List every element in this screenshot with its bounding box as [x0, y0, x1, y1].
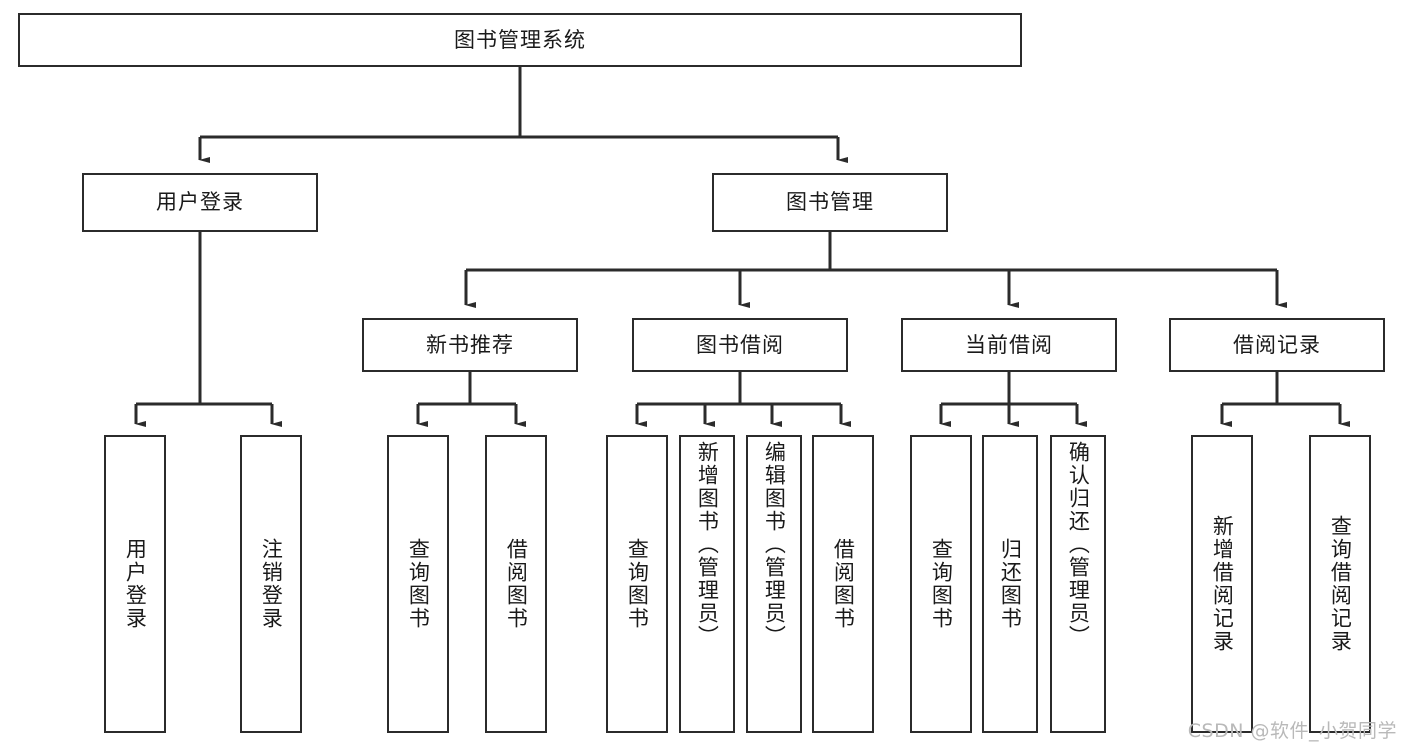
- node-leaf-user-login[interactable]: 用户登录: [104, 435, 166, 733]
- node-leaf-borrow-book-1[interactable]: 借阅图书: [485, 435, 547, 733]
- node-leaf-add-book-label: 新增图书（管理员）: [695, 441, 720, 648]
- node-leaf-query-book-2[interactable]: 查询图书: [606, 435, 668, 733]
- node-leaf-user-login-label: 用户登录: [123, 538, 148, 630]
- node-book-manage-label: 图书管理: [786, 190, 874, 215]
- node-leaf-borrow-book-1-label: 借阅图书: [504, 538, 529, 630]
- node-leaf-return-book-label: 归还图书: [998, 538, 1023, 630]
- node-leaf-add-record[interactable]: 新增借阅记录: [1191, 435, 1253, 733]
- node-book-manage[interactable]: 图书管理: [712, 173, 948, 232]
- node-root[interactable]: 图书管理系统: [18, 13, 1022, 67]
- node-current-borrow[interactable]: 当前借阅: [901, 318, 1117, 372]
- node-leaf-borrow-book-2-label: 借阅图书: [831, 538, 856, 630]
- node-leaf-query-record-label: 查询借阅记录: [1328, 515, 1353, 653]
- node-leaf-edit-book[interactable]: 编辑图书（管理员）: [746, 435, 802, 733]
- node-root-label: 图书管理系统: [454, 27, 586, 52]
- node-book-borrow-label: 图书借阅: [696, 332, 784, 357]
- node-borrow-record-label: 借阅记录: [1233, 332, 1321, 357]
- node-leaf-query-record[interactable]: 查询借阅记录: [1309, 435, 1371, 733]
- node-user-login-label: 用户登录: [156, 190, 244, 215]
- node-leaf-query-book-3-label: 查询图书: [929, 538, 954, 630]
- node-book-borrow[interactable]: 图书借阅: [632, 318, 848, 372]
- node-leaf-query-book-1-label: 查询图书: [406, 538, 431, 630]
- node-leaf-query-book-1[interactable]: 查询图书: [387, 435, 449, 733]
- node-leaf-edit-book-label: 编辑图书（管理员）: [762, 441, 787, 648]
- node-user-login[interactable]: 用户登录: [82, 173, 318, 232]
- node-leaf-add-book[interactable]: 新增图书（管理员）: [679, 435, 735, 733]
- node-leaf-logout-login[interactable]: 注销登录: [240, 435, 302, 733]
- node-leaf-borrow-book-2[interactable]: 借阅图书: [812, 435, 874, 733]
- node-new-book-rec[interactable]: 新书推荐: [362, 318, 578, 372]
- node-leaf-query-book-2-label: 查询图书: [625, 538, 650, 630]
- node-new-book-rec-label: 新书推荐: [426, 332, 514, 357]
- node-leaf-logout-login-label: 注销登录: [259, 538, 284, 630]
- node-borrow-record[interactable]: 借阅记录: [1169, 318, 1385, 372]
- node-leaf-add-record-label: 新增借阅记录: [1210, 515, 1235, 653]
- node-leaf-return-book[interactable]: 归还图书: [982, 435, 1038, 733]
- node-leaf-confirm-return-label: 确认归还（管理员）: [1066, 441, 1091, 648]
- watermark: CSDN @软件_小贺同学: [1187, 720, 1397, 742]
- node-leaf-query-book-3[interactable]: 查询图书: [910, 435, 972, 733]
- node-current-borrow-label: 当前借阅: [965, 332, 1053, 357]
- node-leaf-confirm-return[interactable]: 确认归还（管理员）: [1050, 435, 1106, 733]
